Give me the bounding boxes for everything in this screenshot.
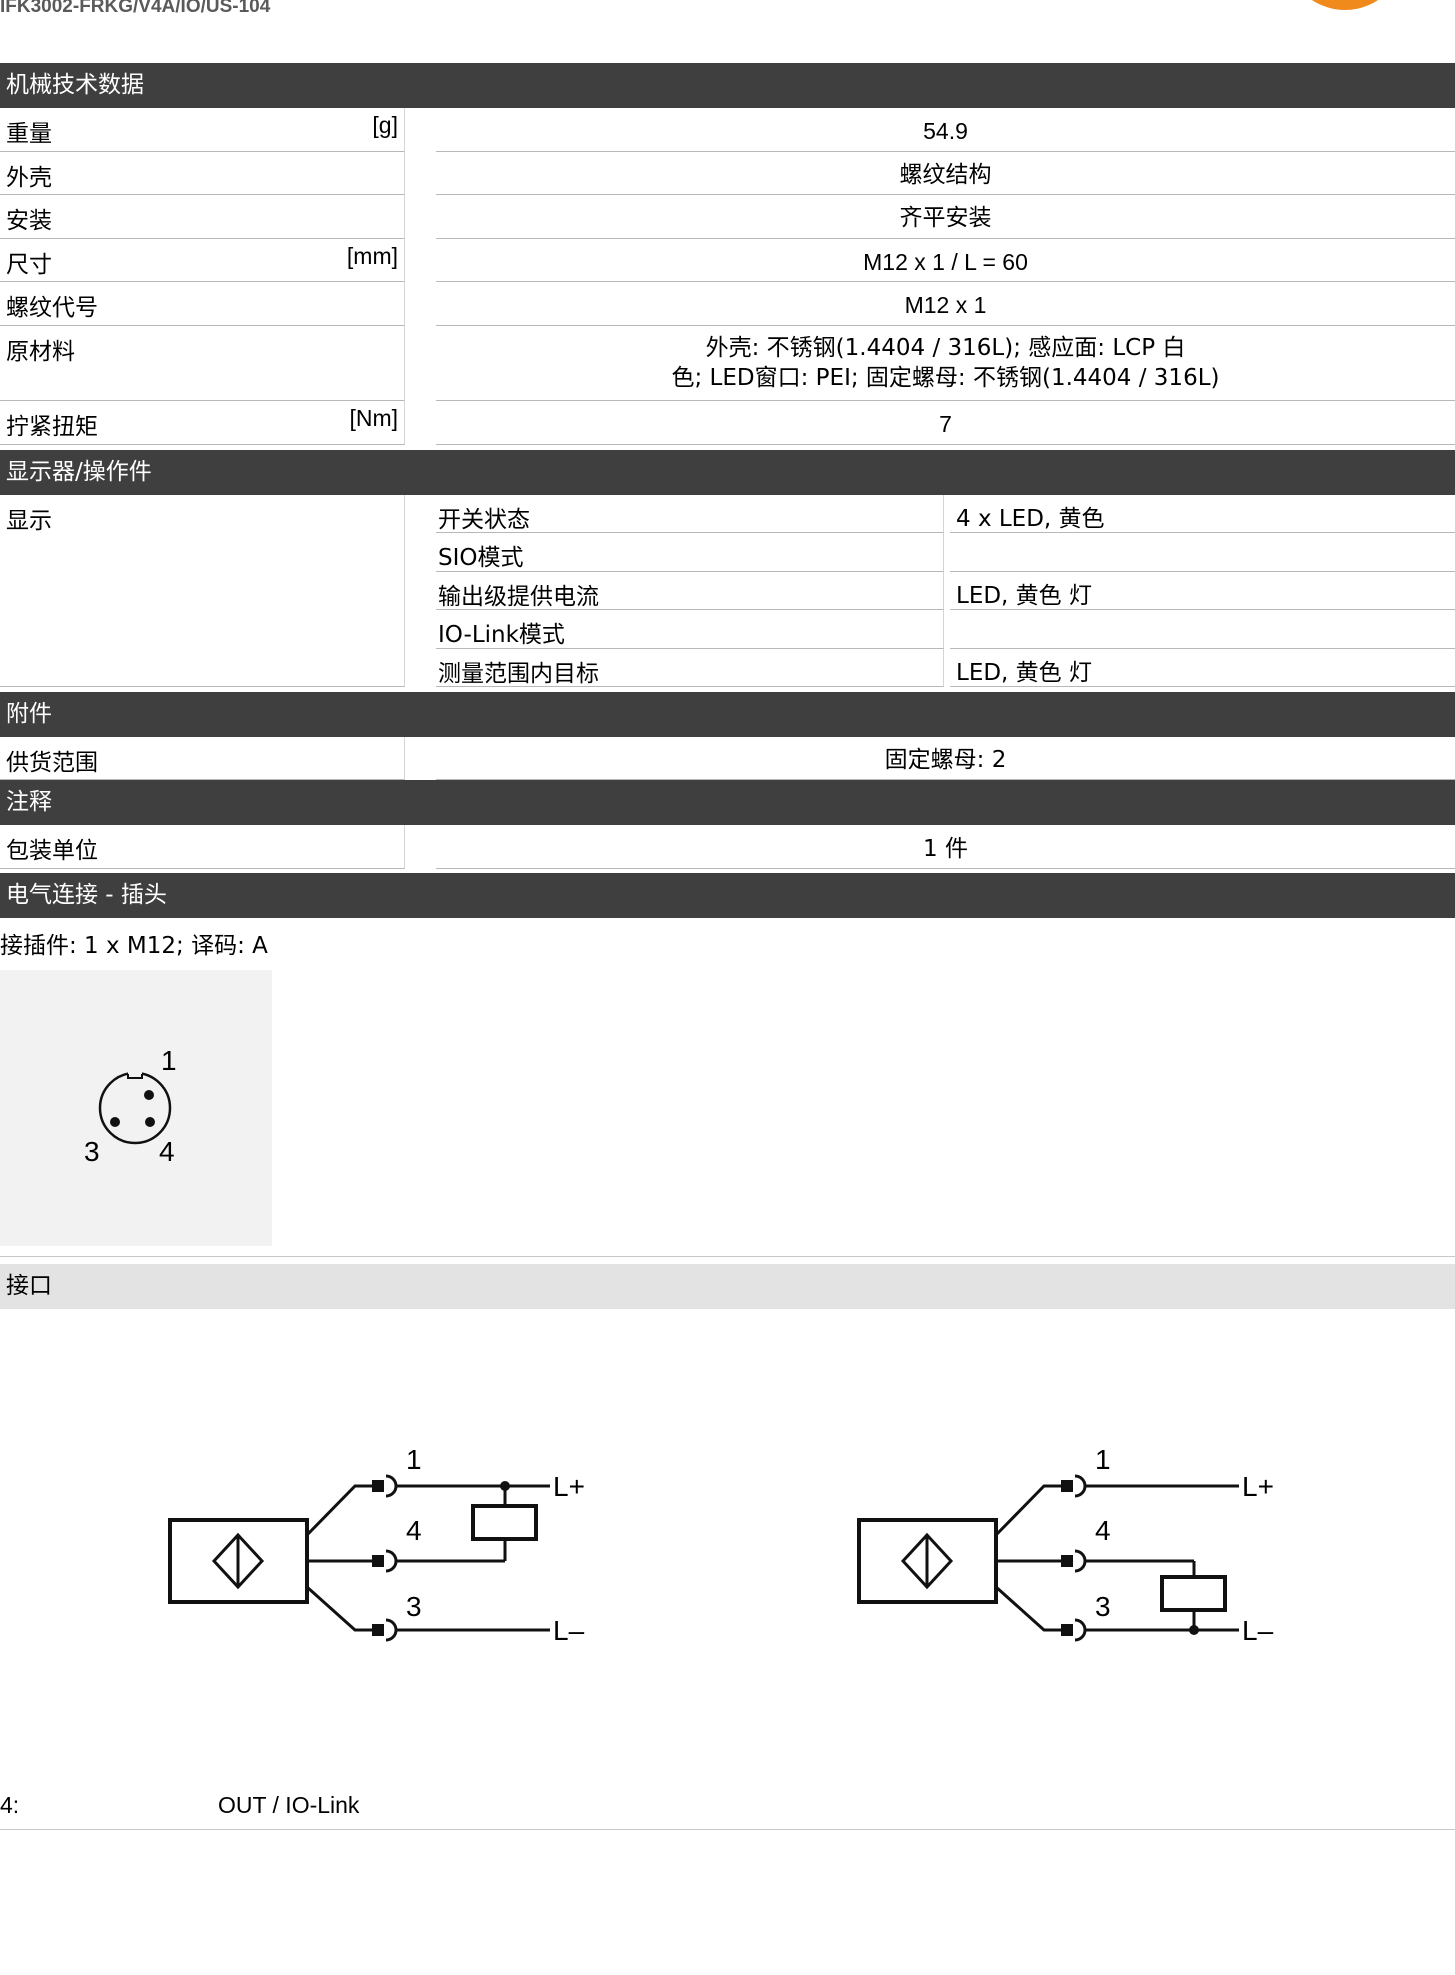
section-display: 显示器/操作件 [0,450,1455,495]
dimensions-label: 尺寸 [6,252,52,278]
pin-4-dot [145,1117,155,1127]
dimensions-unit: [mm] [346,243,398,269]
connector-outline [98,1071,172,1145]
weight-label: 重量 [6,121,52,147]
row-weight: 重量 [g] 54.9 [0,108,1455,152]
row-dimensions: 尺寸 [mm] M12 x 1 / L = 60 [0,239,1455,282]
svg-text:L–: L– [553,1615,585,1646]
material-value-line1: 外壳: 不锈钢(1.4404 / 316L); 感应面: LCP 白 [705,335,1186,361]
material-value-line2: 色; LED窗口: PEI; 固定螺母: 不锈钢(1.4404 / 316L) [671,365,1220,391]
row-scope-of-delivery: 供货范围 固定螺母: 2 [0,737,1455,780]
section-accessories: 附件 [0,692,1455,737]
scope-label: 供货范围 [6,750,98,776]
thread-label: 螺纹代号 [6,295,98,321]
display-label: 显示 [6,508,52,534]
svg-text:4: 4 [1095,1515,1111,1546]
row-torque: 拧紧扭矩 [Nm] 7 [0,401,1455,445]
display-row-output-current: 输出级提供电流 LED, 黄色 灯 [436,572,1455,610]
torque-unit: [Nm] [349,405,398,431]
divider [0,1829,1455,1830]
torque-label: 拧紧扭矩 [6,414,98,440]
section-mechanical: 机械技术数据 [0,63,1455,108]
svg-text:1: 1 [1095,1444,1111,1475]
pin-label-1: 1 [161,1045,177,1076]
connector-description: 接插件: 1 x M12; 译码: A [0,933,268,959]
row-display: 显示 [0,495,1455,687]
section-interface: 接口 [0,1264,1455,1309]
svg-text:1: 1 [406,1444,422,1475]
pin-1-dot [144,1090,154,1100]
pin-label-4: 4 [159,1136,175,1167]
divider [0,1256,1455,1257]
display-row-target-in-range: 测量范围内目标 LED, 黄色 灯 [436,649,1455,687]
display-row-switching-state: 开关状态 4 x LED, 黄色 [436,495,1455,533]
pin-assignment-number: 4: [0,1792,20,1818]
brand-logo [1285,0,1405,10]
svg-text:L+: L+ [553,1471,585,1502]
row-mounting: 安装 齐平安装 [0,195,1455,239]
row-thread: 螺纹代号 M12 x 1 [0,282,1455,326]
svg-text:4: 4 [406,1515,422,1546]
section-notes: 注释 [0,780,1455,825]
wiring-diagram-pnp: 1 4 3 L+ L– [168,1444,585,1646]
scope-value: 固定螺母: 2 [884,747,1007,773]
housing-value: 螺纹结构 [899,162,992,188]
connector-pinout-diagram: 1 3 4 [0,970,272,1246]
weight-unit: [g] [372,112,398,138]
display-row-sio-mode: SIO模式 [436,533,1455,572]
row-packaging-unit: 包装单位 1 件 [0,825,1455,869]
pin-assignment-description: OUT / IO-Link [218,1792,360,1818]
dimensions-value: M12 x 1 / L = 60 [863,249,1028,275]
housing-label: 外壳 [6,165,52,191]
mounting-value: 齐平安装 [899,205,992,231]
mounting-label: 安装 [6,208,52,234]
row-housing: 外壳 螺纹结构 [0,152,1455,195]
packaging-value: 1 件 [923,836,968,862]
pin-3-dot [110,1117,120,1127]
pin-label-3: 3 [84,1136,100,1167]
svg-text:3: 3 [406,1591,422,1622]
material-label: 原材料 [6,339,75,365]
svg-text:3: 3 [1095,1591,1111,1622]
wiring-diagrams: 1 4 3 L+ L– 1 4 [168,1444,1274,1646]
svg-text:L–: L– [1242,1615,1274,1646]
load-symbol [1160,1575,1227,1612]
section-electrical: 电气连接 - 插头 [0,873,1455,918]
torque-value: 7 [939,411,952,437]
svg-text:L+: L+ [1242,1471,1274,1502]
thread-value: M12 x 1 [904,292,987,318]
packaging-label: 包装单位 [6,838,98,864]
document-code: IFK3002-FRKG/V4A/IO/US-104 [0,0,271,17]
row-material: 原材料 外壳: 不锈钢(1.4404 / 316L); 感应面: LCP 白 色… [0,326,1455,401]
weight-value: 54.9 [923,118,968,144]
load-symbol [471,1504,538,1541]
wiring-diagram-npn: 1 4 3 L+ L– [857,1444,1274,1646]
pinout-svg: 1 3 4 [84,1045,177,1167]
display-row-io-link-mode: IO-Link模式 [436,610,1455,649]
